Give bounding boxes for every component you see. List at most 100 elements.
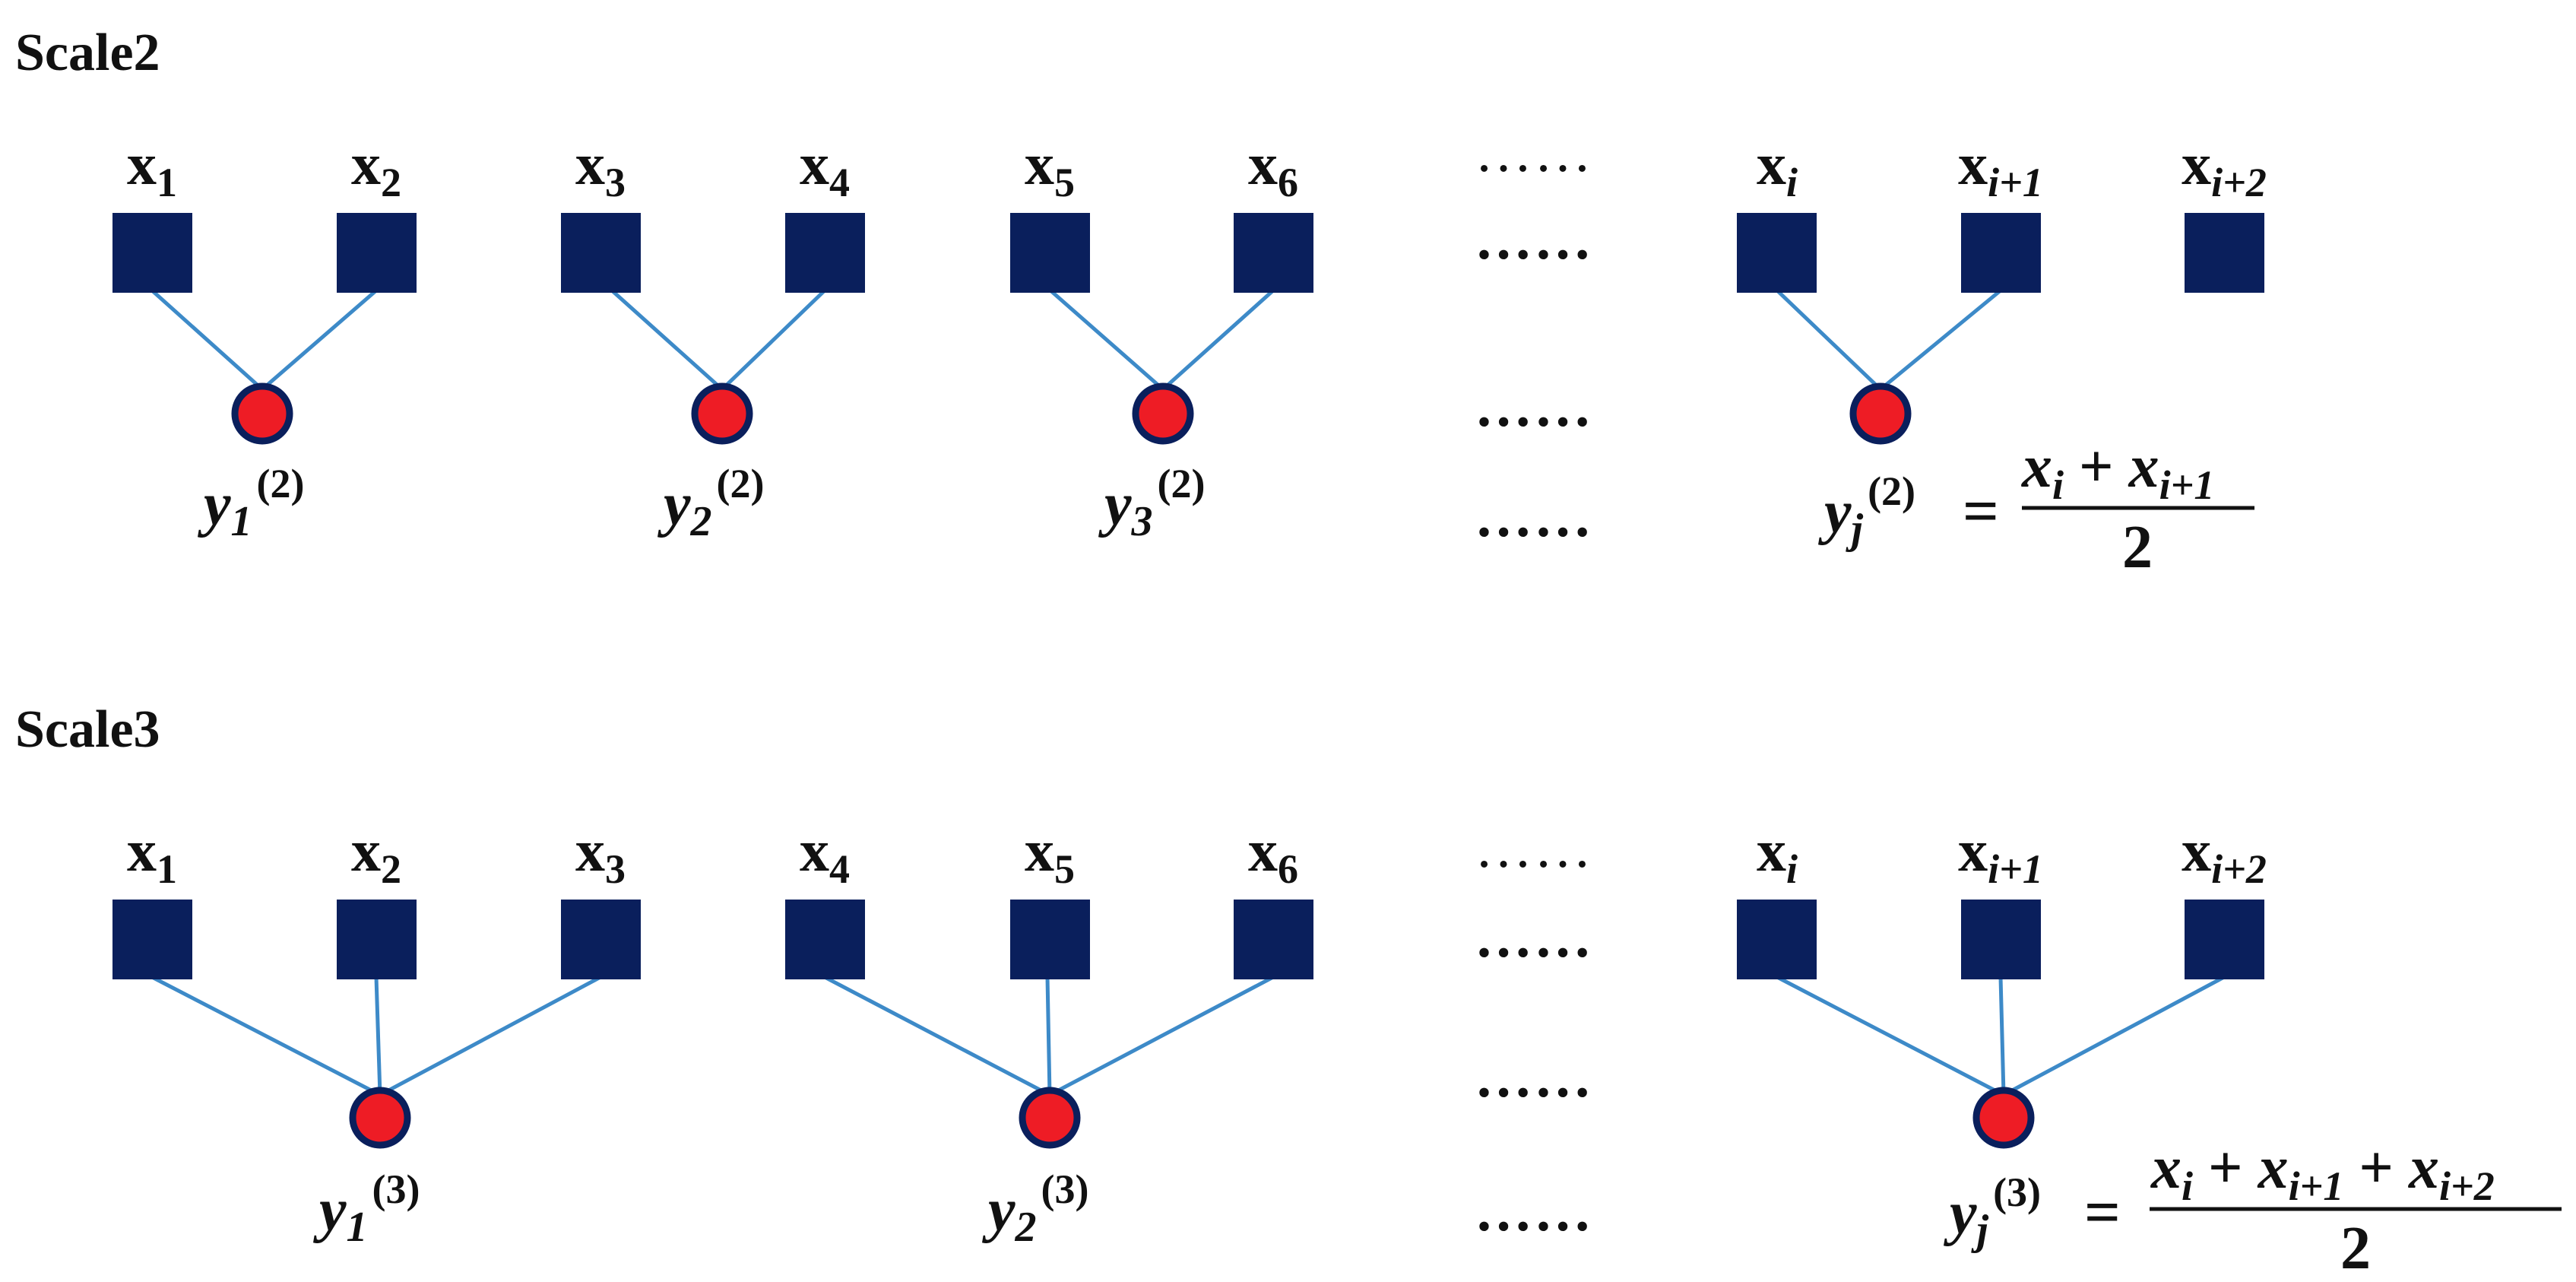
- scale2-input-label: x6: [1248, 131, 1298, 205]
- scale3-edge: [1048, 975, 1275, 1097]
- scale2-input-label: x3: [575, 131, 626, 205]
- scale3-ellipsis: ……: [1475, 1046, 1593, 1109]
- scale3-input-node: [1737, 900, 1817, 979]
- scale3-input-node: [337, 900, 417, 979]
- scale3-output-label: y1(3): [312, 1166, 420, 1251]
- scale3-formula: = xi + xi+1 + xi+2 2: [2084, 1134, 2562, 1282]
- scale2-output-node: [1132, 382, 1194, 445]
- scale3-input-label: xi+1: [1958, 817, 2043, 892]
- scale2-input-node: [785, 213, 865, 293]
- scale3-heading: Scale3: [15, 700, 160, 759]
- scale3-edges: [151, 975, 2226, 1097]
- scale3-output-labels: y1(3) y2(3) yj(3): [312, 1166, 2041, 1254]
- scale3-edge: [2002, 975, 2226, 1097]
- scale2-ellipsis: ……: [1475, 208, 1593, 271]
- scale3-ellipses: …… …… …… ……: [1475, 816, 1593, 1243]
- scale2-input-node: [1010, 213, 1090, 293]
- scale3-edge: [1776, 975, 2005, 1097]
- scale3-formula-numerator: xi + xi+1 + xi+2: [2150, 1134, 2495, 1209]
- scale3-edge: [1045, 976, 1052, 1096]
- scale3-output-nodes: [349, 1087, 2035, 1149]
- scale3-output-label: y2(3): [981, 1166, 1088, 1251]
- scale3-input-node: [561, 900, 641, 979]
- scale2-heading: Scale2: [15, 24, 160, 82]
- scale3-ellipsis: ……: [1475, 816, 1593, 880]
- scale3-input-node: [2185, 900, 2264, 979]
- scale3-ellipsis: ……: [1475, 906, 1593, 969]
- scale3-edge: [1998, 976, 2006, 1096]
- scale2-input-label: x1: [127, 131, 177, 205]
- scale2-output-label: y2(2): [657, 461, 764, 545]
- scale3-input-nodes: [112, 900, 2264, 979]
- scale3-edge: [823, 975, 1051, 1097]
- scale3-section: Scale3 x1 x2: [15, 700, 2562, 1282]
- scale3-input-node: [1234, 900, 1313, 979]
- scale2-edge: [151, 289, 264, 391]
- scale2-input-nodes: [112, 213, 2264, 293]
- scale3-output-label: yj(3): [1943, 1169, 2041, 1254]
- scale2-edge: [1776, 289, 1882, 391]
- scale2-input-node: [2185, 213, 2264, 293]
- scale2-edge: [1879, 289, 2002, 391]
- scale3-input-node: [112, 900, 192, 979]
- scale3-edge: [151, 975, 382, 1097]
- scale2-ellipsis: ……: [1475, 485, 1593, 549]
- scale2-output-label: yj(2): [1817, 468, 1915, 553]
- scale2-ellipses: …… …… …… ……: [1475, 120, 1593, 549]
- scale2-input-node: [561, 213, 641, 293]
- scale2-ellipsis: ……: [1475, 375, 1593, 439]
- scale2-input-node: [1234, 213, 1313, 293]
- scale2-input-label: x5: [1025, 131, 1075, 205]
- scale3-formula-denominator: 2: [2340, 1215, 2371, 1282]
- scale3-input-node: [785, 900, 865, 979]
- scale3-input-label: x1: [127, 817, 177, 892]
- scale3-input-label: xi: [1757, 817, 1798, 892]
- scale2-input-node: [1737, 213, 1817, 293]
- scale2-output-label: y1(2): [197, 461, 304, 545]
- scale3-input-node: [1010, 900, 1090, 979]
- scale3-edge: [374, 976, 382, 1096]
- scale2-output-nodes: [231, 382, 1912, 445]
- scale2-input-label: x2: [351, 131, 401, 205]
- scale2-edges: [151, 289, 2002, 391]
- scale2-input-label: xi: [1757, 131, 1798, 205]
- scale3-input-label: x4: [800, 817, 850, 892]
- scale3-output-node: [349, 1087, 411, 1149]
- scale3-output-node: [1019, 1087, 1081, 1149]
- scale3-ellipsis: ……: [1475, 1179, 1593, 1243]
- scale2-section: Scale2 x1 x2 x3: [15, 24, 2267, 581]
- scale3-input-label: x6: [1248, 817, 1298, 892]
- scale2-edge: [261, 289, 378, 391]
- scale3-input-label: x5: [1025, 817, 1075, 892]
- scale2-output-node: [231, 382, 293, 445]
- scale2-ellipsis: ……: [1475, 120, 1593, 184]
- scale2-input-labels: x1 x2 x3 x4 x5 x6 xi xi+1 xi+2: [127, 131, 2267, 205]
- scale3-input-labels: x1 x2 x3 x4 x5 x6 xi xi+1 xi+2: [127, 817, 2267, 892]
- scale2-formula-denominator: 2: [2122, 514, 2153, 581]
- scale2-input-label: x4: [800, 131, 850, 205]
- scale3-input-label: x2: [351, 817, 401, 892]
- scale2-formula: = xi + xi+1 2: [1963, 433, 2254, 581]
- scale2-edge: [1161, 289, 1275, 391]
- scale2-edge: [721, 289, 826, 391]
- scale2-formula-equals: =: [1963, 476, 1999, 547]
- scale3-formula-equals: =: [2084, 1177, 2121, 1248]
- scale2-input-node: [112, 213, 192, 293]
- scale2-input-node: [1961, 213, 2041, 293]
- scale2-output-label: y3(2): [1098, 461, 1205, 545]
- scale2-input-label: xi+1: [1958, 131, 2043, 205]
- scale3-input-label: xi+2: [2182, 817, 2267, 892]
- scale2-input-label: xi+2: [2182, 131, 2267, 205]
- scale2-edge: [610, 289, 724, 391]
- scale3-output-node: [1972, 1087, 2035, 1149]
- scale3-input-label: x3: [575, 817, 626, 892]
- scale3-edge: [379, 975, 602, 1097]
- scale2-output-node: [1849, 382, 1912, 445]
- scale2-edge: [1049, 289, 1164, 391]
- scale2-output-labels: y1(2) y2(2) y3(2) yj(2): [197, 461, 1915, 553]
- scale3-input-node: [1961, 900, 2041, 979]
- scale2-output-node: [691, 382, 753, 445]
- scale2-formula-numerator: xi + xi+1: [2021, 433, 2214, 508]
